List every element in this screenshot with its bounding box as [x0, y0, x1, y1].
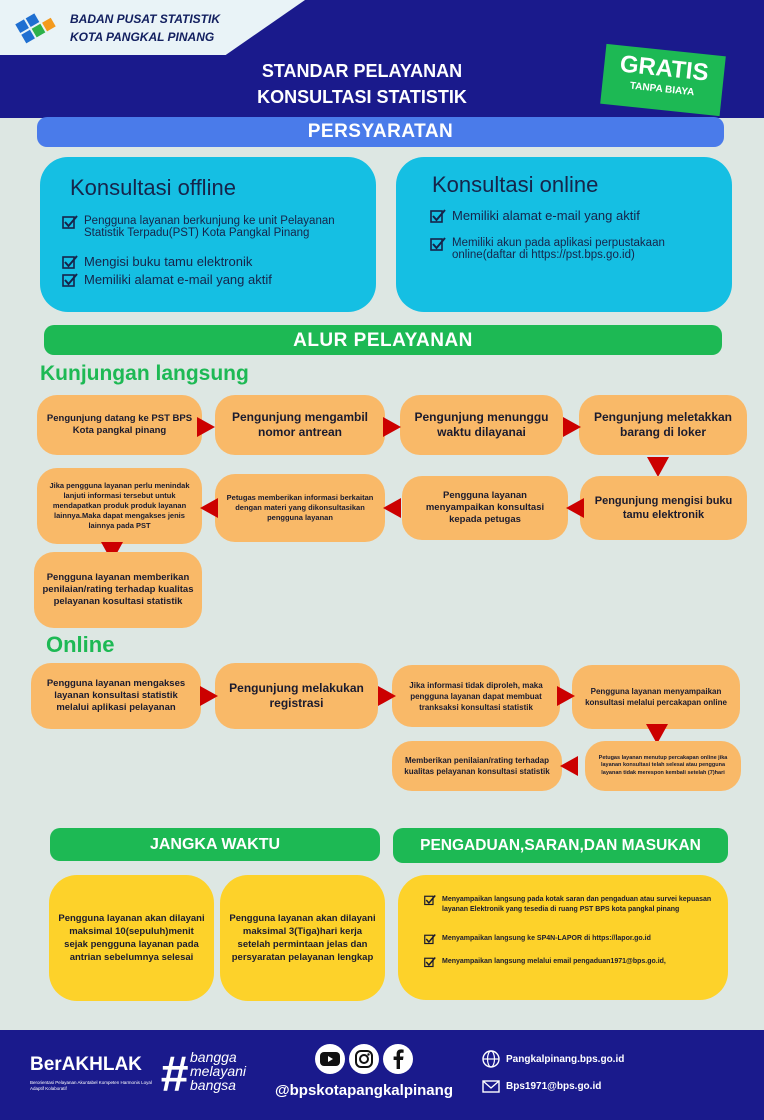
arrow-icon — [197, 417, 215, 437]
bangga-line-1: bangga — [190, 1049, 237, 1065]
website-contact[interactable]: Pangkalpinang.bps.go.id — [482, 1050, 624, 1068]
check-icon — [424, 895, 436, 906]
arrow-icon — [560, 756, 578, 776]
org-name: BADAN PUSAT STATISTIK KOTA PANGKAL PINAN… — [70, 10, 220, 46]
footer: BerAKHLAK Berorientasi Pelayanan Akuntab… — [0, 1030, 764, 1120]
arrow-icon — [646, 724, 668, 744]
pengaduan-item: Menyampaikan langsung ke SP4N-LAPOR di h… — [424, 934, 714, 945]
social-handle[interactable]: @bpskotapangkalpinang — [275, 1082, 453, 1099]
arrow-icon — [557, 686, 575, 706]
pengaduan-item: Menyampaikan langsung melalui email peng… — [424, 957, 714, 968]
flow-step: Memberikan penilaian/rating terhadap kua… — [392, 741, 562, 791]
flow-step: Pengunjung meletakkan barang di loker — [579, 395, 747, 455]
jangka-offline-card: Pengguna layanan akan dilayani maksimal … — [49, 875, 214, 1001]
check-icon — [424, 957, 436, 968]
flow-step: Pengunjung menunggu waktu dilayanai — [400, 395, 563, 455]
mail-icon — [482, 1080, 500, 1093]
flow-step: Pengunjung datang ke PST BPS Kota pangka… — [37, 395, 202, 455]
email-text: Bps1971@bps.go.id — [506, 1081, 602, 1092]
pengaduan-card — [398, 875, 728, 1000]
flow-step: Pengguna layanan menyampaikan konsultasi… — [402, 476, 568, 540]
check-icon — [430, 209, 446, 223]
flow-step: Jika informasi tidak diproleh, maka peng… — [392, 665, 560, 727]
arrow-icon — [566, 498, 584, 518]
online-requirements-card — [396, 157, 732, 312]
bangga-line-3: bangsa — [190, 1077, 236, 1093]
offline-title: Konsultasi offline — [70, 175, 236, 200]
flow-step: Petugas layanan menutup percakapan onlin… — [585, 741, 741, 791]
flow-step: Jika pengguna layanan perlu menindak lan… — [37, 468, 202, 544]
alur-heading: ALUR PELAYANAN — [44, 325, 722, 355]
org-line-1: BADAN PUSAT STATISTIK — [70, 12, 220, 26]
arrow-icon — [383, 417, 401, 437]
hashtag-icon: # — [160, 1046, 188, 1102]
globe-icon — [482, 1050, 500, 1068]
flow-step: Pengunjung mengambil nomor antrean — [215, 395, 385, 455]
kunjungan-label: Kunjungan langsung — [40, 362, 249, 385]
flow-step: Pengguna layanan mengakses layanan konsu… — [31, 663, 201, 729]
berakhlak-tagline: Berorientasi Pelayanan Akuntabel Kompete… — [30, 1080, 152, 1091]
check-icon — [430, 237, 446, 251]
berakhlak-logo: BerAKHLAK — [30, 1054, 142, 1075]
free-badge: GRATIS TANPA BIAYA — [600, 43, 726, 117]
bps-logo-icon — [15, 13, 56, 44]
email-contact[interactable]: Bps1971@bps.go.id — [482, 1080, 601, 1093]
pengaduan-item-text: Menyampaikan langsung ke SP4N-LAPOR di h… — [442, 935, 651, 942]
offline-item: Mengisi buku tamu elektronik — [62, 255, 362, 270]
instagram-icon[interactable] — [349, 1044, 379, 1074]
online-item: Memiliki akun pada aplikasi perpustakaan… — [430, 237, 720, 261]
flow-step: Pengguna layanan menyampaikan konsultasi… — [572, 665, 740, 729]
arrow-icon — [383, 498, 401, 518]
check-icon — [424, 934, 436, 945]
title-line-2: KONSULTASI STATISTIK — [257, 87, 467, 107]
flow-step: Pengunjung melakukan registrasi — [215, 663, 378, 729]
flow-step: Petugas memberikan informasi berkaitan d… — [215, 474, 385, 542]
title-line-1: STANDAR PELAYANAN — [261, 61, 463, 81]
facebook-icon[interactable] — [383, 1044, 413, 1074]
page-title: STANDAR PELAYANAN KONSULTASI STATISTIK — [190, 58, 534, 110]
arrow-icon — [378, 686, 396, 706]
offline-requirements-card — [40, 157, 376, 312]
bangga-line-2: melayani — [190, 1063, 247, 1079]
pengaduan-item-text: Menyampaikan langsung melalui email peng… — [442, 958, 666, 965]
org-line-2: KOTA PANGKAL PINANG — [70, 30, 215, 44]
flow-step: Pengunjung mengisi buku tamu elektronik — [580, 476, 747, 540]
check-icon — [62, 273, 78, 287]
persyaratan-heading: PERSYARATAN — [37, 117, 724, 147]
online-item: Memiliki alamat e-mail yang aktif — [430, 209, 720, 224]
arrow-icon — [200, 686, 218, 706]
online-label: Online — [46, 632, 115, 657]
arrow-icon — [200, 498, 218, 518]
offline-item-text: Memiliki alamat e-mail yang aktif — [84, 272, 272, 287]
jangka-heading: JANGKA WAKTU — [50, 828, 380, 861]
pengaduan-item-text: Menyampaikan langsung pada kotak saran d… — [442, 896, 712, 913]
website-text: Pangkalpinang.bps.go.id — [506, 1053, 625, 1065]
arrow-icon — [563, 417, 581, 437]
online-item-text: Memiliki alamat e-mail yang aktif — [452, 208, 640, 223]
jangka-online-card: Pengguna layanan akan dilayani maksimal … — [220, 875, 385, 1001]
youtube-icon[interactable] — [315, 1044, 345, 1074]
flow-step: Pengguna layanan memberikan penilaian/ra… — [34, 552, 202, 628]
check-icon — [62, 215, 78, 229]
offline-item-text: Mengisi buku tamu elektronik — [84, 254, 253, 269]
offline-item: Memiliki alamat e-mail yang aktif — [62, 273, 362, 288]
online-title: Konsultasi online — [432, 172, 599, 197]
pengaduan-heading: PENGADUAN,SARAN,DAN MASUKAN — [393, 828, 728, 863]
arrow-icon — [647, 457, 669, 477]
bangga-melayani-bangsa: bangga melayani bangsa — [190, 1050, 246, 1092]
pengaduan-item: Menyampaikan langsung pada kotak saran d… — [424, 895, 714, 914]
online-item-text: Memiliki akun pada aplikasi perpustakaan… — [452, 237, 665, 261]
offline-item: Pengguna layanan berkunjung ke unit Pela… — [62, 215, 362, 239]
check-icon — [62, 255, 78, 269]
social-icons — [315, 1044, 413, 1074]
offline-item-text: Pengguna layanan berkunjung ke unit Pela… — [84, 215, 335, 239]
